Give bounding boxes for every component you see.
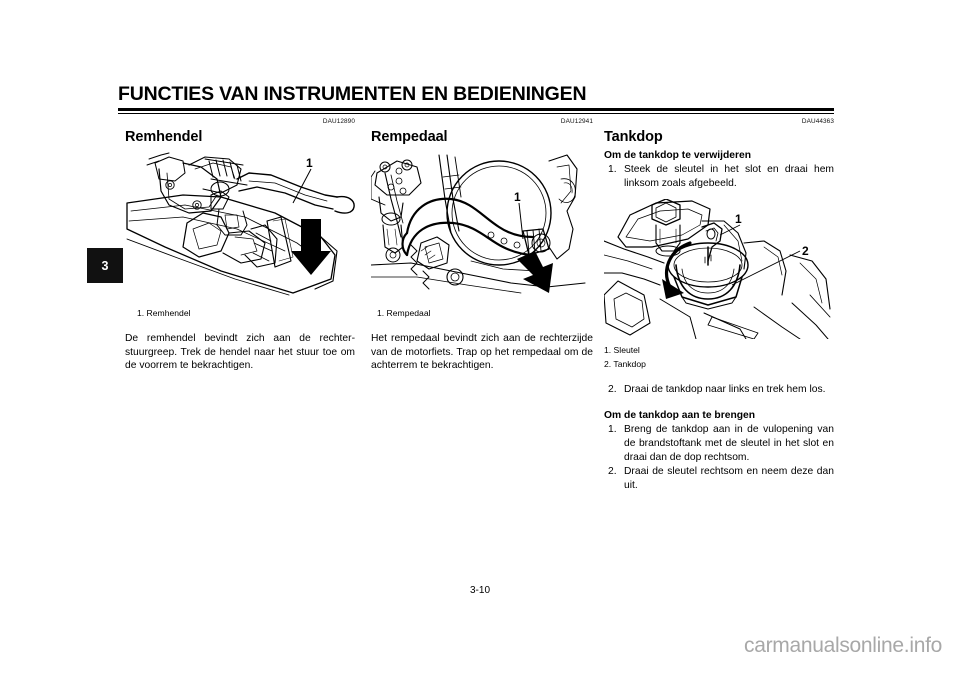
page-number: 3-10 (469, 585, 490, 596)
callout-label-1: 1 (735, 212, 742, 226)
steps-remove-cap: 1. Steek de sleutel in het slot en draai… (604, 163, 834, 191)
figure-legend-remhendel: 1. Remhendel (137, 308, 191, 318)
steps-remove-cap-cont: 2. Draai de tankdop naar links en trek h… (604, 383, 834, 397)
step-number: 2. (608, 384, 617, 395)
step-number: 1. (608, 164, 617, 175)
step-text: Draai de tankdop naar links en trek hem … (624, 384, 826, 395)
callout-arrow-down (517, 251, 553, 293)
steps-install-cap: 1. Breng de tankdop aan in de vulopening… (604, 423, 834, 493)
title-rule-thick (118, 108, 834, 111)
body-text-rempedaal: Het rempedaal bevindt zich aan de rechte… (371, 333, 593, 372)
fuel-tank-cap-illustration: 1 2 (604, 199, 831, 339)
step-text: Breng de tankdop aan in de vulopening va… (624, 424, 834, 463)
legend-item-2: 2. Tankdop (604, 358, 646, 369)
ref-code-remhendel: DAU12890 (322, 118, 355, 125)
figure-legend-rempedaal: 1. Rempedaal (377, 308, 431, 318)
step-text: Steek de sleutel in het slot en draai he… (624, 164, 834, 189)
chapter-tab-3: 3 (87, 248, 123, 283)
page-title: FUNCTIES VAN INSTRUMENTEN EN BEDIENINGEN (118, 83, 587, 105)
callout-label-1: 1 (514, 190, 521, 204)
list-item: 1. Breng de tankdop aan in de vulopening… (604, 423, 834, 465)
step-text: Draai de sleutel rechtsom en neem deze d… (624, 466, 834, 491)
callout-leader-2 (731, 250, 801, 286)
body-text-remhendel: De remhendel bevindt zich aan de rechter… (125, 333, 355, 372)
callout-leader-1 (719, 224, 741, 236)
brake-lever-illustration: 1 (126, 152, 355, 296)
subheading-remove-cap: Om de tankdop te verwijderen (604, 150, 752, 161)
section-rempedaal: DAU12941 Rempedaal (371, 118, 593, 373)
callout-leader-1 (518, 202, 524, 240)
figure-brake-lever: 1 (125, 151, 355, 301)
callout-label-1: 1 (306, 156, 313, 170)
subheading-install-cap: Om de tankdop aan te brengen (604, 410, 756, 421)
step-number: 2. (608, 466, 617, 477)
section-tankdop: DAU44363 Tankdop Om de tankdop te verwij… (604, 118, 834, 493)
step-number: 1. (608, 424, 617, 435)
section-heading-rempedaal: Rempedaal (371, 129, 448, 145)
list-item: 2. Draai de sleutel rechtsom en neem dez… (604, 465, 834, 493)
list-item: 2. Draai de tankdop naar links en trek h… (604, 383, 834, 397)
legend-item-1: 1. Sleutel (604, 345, 640, 355)
list-item: 1. Steek de sleutel in het slot en draai… (604, 163, 834, 191)
section-heading-tankdop: Tankdop (604, 129, 663, 145)
callout-arrow-down (291, 219, 331, 275)
ref-code-tankdop: DAU44363 (801, 118, 834, 125)
watermark: carmanualsonline.info (744, 634, 942, 657)
rotation-arrow-head (662, 279, 684, 299)
section-heading-remhendel: Remhendel (125, 129, 203, 145)
figure-fuel-tank-cap: 1 2 (604, 199, 834, 339)
figure-brake-pedal: 1 (371, 151, 593, 301)
brake-pedal-illustration: 1 (371, 154, 586, 294)
callout-label-2: 2 (802, 244, 809, 258)
rotation-arrow-ccw (665, 241, 692, 289)
ref-code-rempedaal: DAU12941 (560, 118, 593, 125)
title-rule-thin (118, 113, 834, 115)
callout-leader-1 (292, 168, 312, 204)
section-remhendel: DAU12890 Remhendel (125, 118, 355, 373)
figure-legend-tankdop: 1. Sleutel 2. Tankdop (604, 344, 834, 371)
